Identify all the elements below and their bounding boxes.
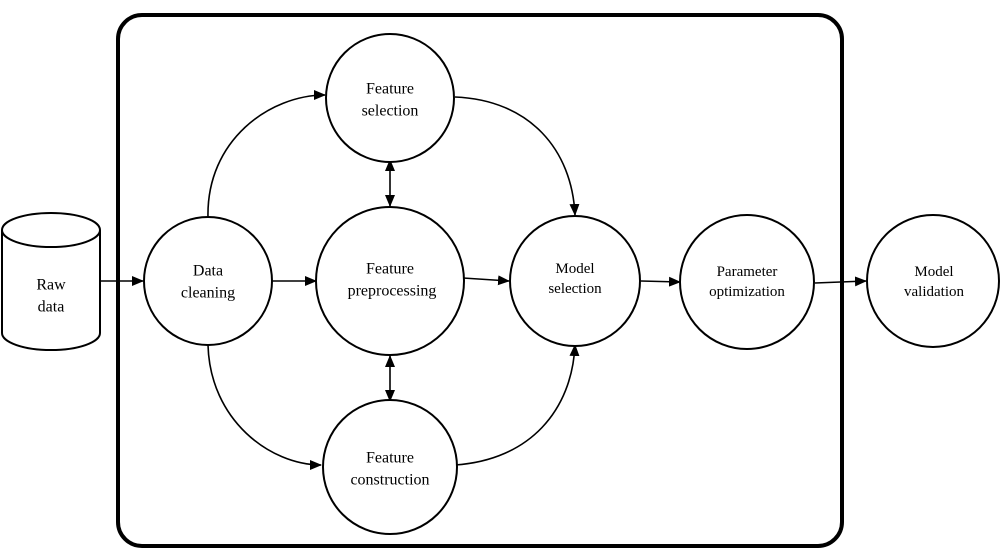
edge-feature-selection-to-model-selection [454,96,580,216]
raw-data-label-line1: Raw [36,277,66,294]
edge-parameter-optimization-to-model-validation [814,276,867,287]
model-validation-circle [866,214,1000,348]
edge-feature-construction-to-model-selection [454,344,580,466]
data-cleaning-label-line1: Data [193,263,223,280]
parameter-optimization-label-line1: Parameter [717,264,778,280]
feature-construction-label-line2: construction [350,472,429,489]
model-selection-label-line2: selection [548,281,602,297]
edges [100,90,867,470]
model-selection-circle [509,215,641,347]
feature-selection-label-line2: selection [362,103,419,120]
feature-construction-label-line1: Feature [366,450,414,467]
feature-selection-circle [325,33,455,163]
feature-selection-label-line1: Feature [366,81,414,98]
cylinder-body [1,230,101,351]
model-validation-label-line2: validation [904,284,964,300]
parameter-optimization-node: Parameter optimization [679,214,815,350]
cylinder-top [1,212,101,248]
edge-feature-preprocessing-to-model-selection [462,275,510,286]
edge-data-cleaning-to-feature-construction [207,344,322,470]
model-selection-node: Model selection [509,215,641,347]
data-cleaning-label-line2: cleaning [181,285,235,302]
model-validation-label-line1: Model [914,264,953,280]
parameter-optimization-circle [679,214,815,350]
raw-data-label-line2: data [38,299,65,316]
raw-data-node: Raw data [1,212,101,351]
feature-construction-node: Feature construction [322,399,458,535]
edge-data-cleaning-to-feature-selection [207,90,326,219]
data-cleaning-node: Data cleaning [143,216,273,346]
parameter-optimization-label-line2: optimization [709,284,785,300]
feature-preprocessing-node: Feature preprocessing [315,206,465,356]
feature-selection-node: Feature selection [325,33,455,163]
model-validation-node: Model validation [866,214,1000,348]
feature-preprocessing-label-line2: preprocessing [348,283,437,300]
feature-preprocessing-circle [315,206,465,356]
feature-construction-circle [322,399,458,535]
data-cleaning-circle [143,216,273,346]
feature-preprocessing-label-line1: Feature [366,261,414,278]
model-selection-label-line1: Model [555,261,594,277]
edge-model-selection-to-parameter-optimization [640,276,681,287]
